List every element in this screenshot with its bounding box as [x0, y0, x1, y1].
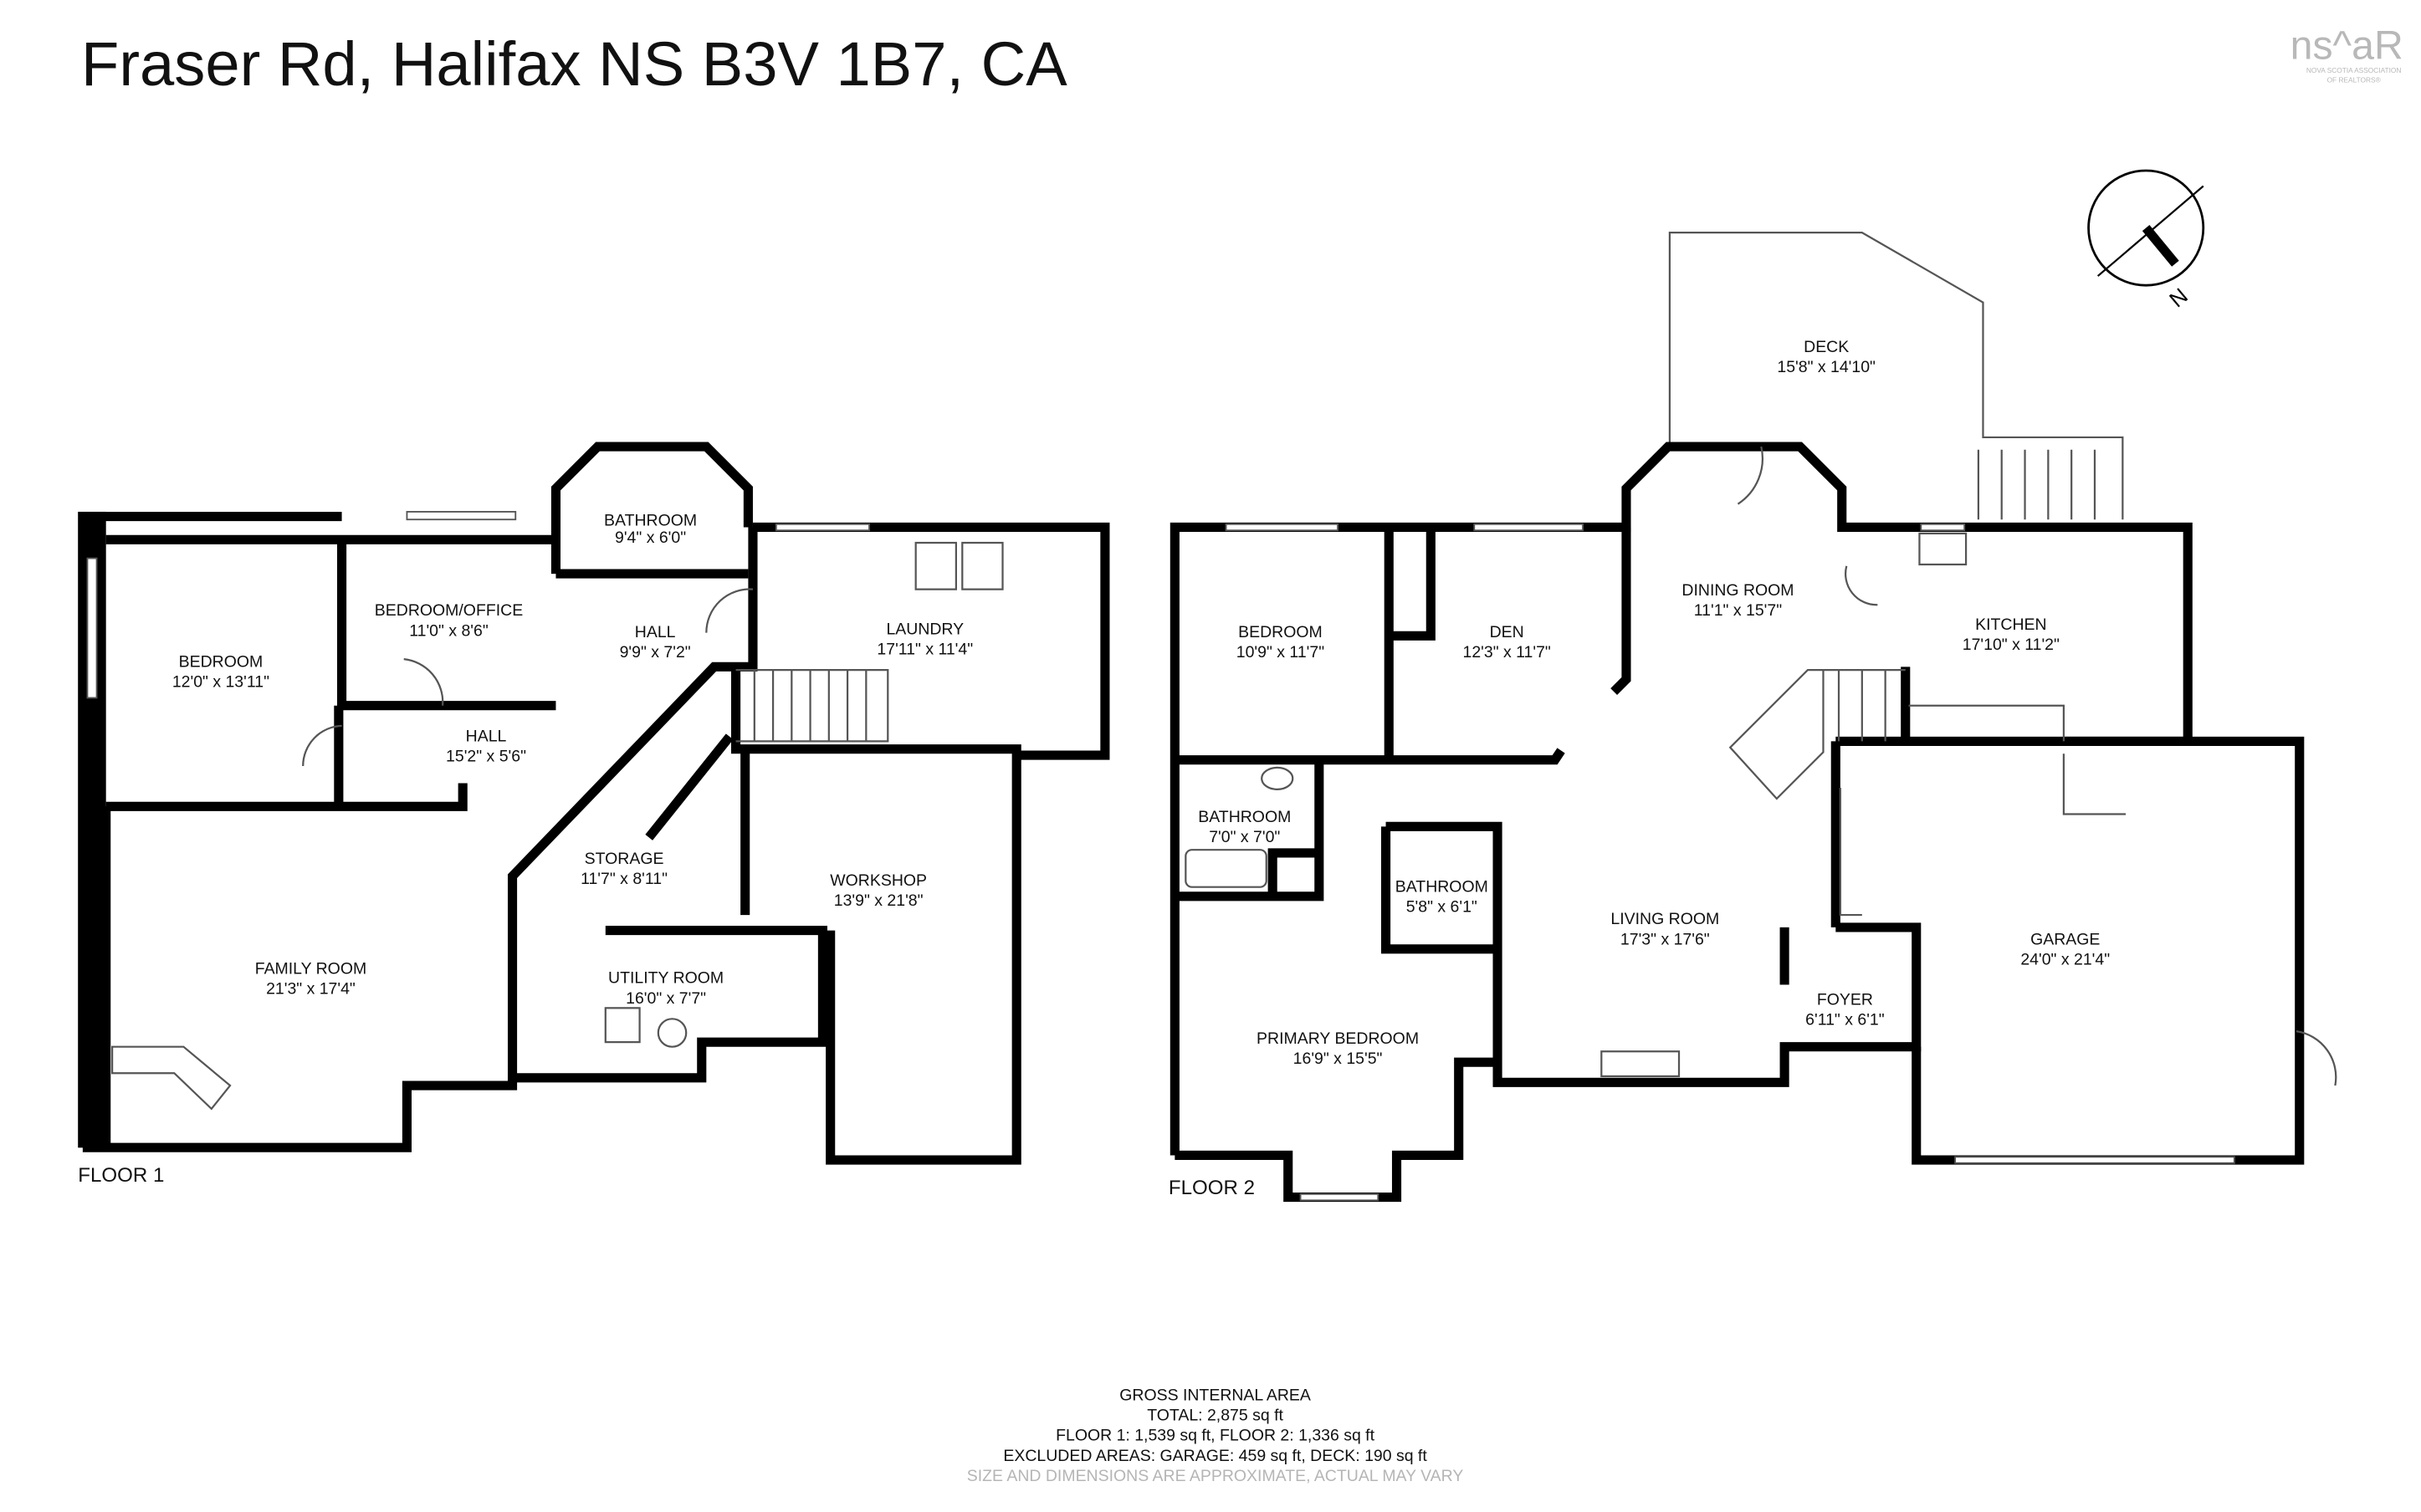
room-name: UTILITY ROOM [608, 969, 724, 988]
room-dims: 17'11" x 11'4" [877, 641, 973, 659]
floor-1-label: FLOOR 1 [78, 1164, 164, 1187]
room-name: BATHROOM [1395, 877, 1488, 896]
room-dims: 11'1" x 15'7" [1694, 601, 1782, 620]
room-dims: 11'0" x 8'6" [409, 621, 489, 640]
room-dims: 11'7" x 8'11" [581, 870, 668, 888]
room-name: BEDROOM [1238, 623, 1323, 641]
summary-excluded: EXCLUDED AREAS: GARAGE: 459 sq ft, DECK:… [1003, 1447, 1427, 1465]
room-dims: 21'3" x 17'4" [266, 980, 356, 999]
floor-2-label: FLOOR 2 [1169, 1177, 1255, 1199]
room-name: FOYER [1817, 991, 1873, 1009]
room-name: FAMILY ROOM [255, 960, 366, 978]
room-dims: 6'11" x 6'1" [1805, 1011, 1885, 1029]
room-name: PRIMARY BEDROOM [1257, 1029, 1419, 1048]
room-dims: 16'0" x 7'7" [626, 989, 706, 1008]
room-dims: 9'4" x 6'0" [615, 529, 686, 547]
compass-north-label: N [2164, 283, 2193, 312]
page-title: Fraser Rd, Halifax NS B3V 1B7, CA [81, 29, 1067, 99]
room-dims: 9'9" x 7'2" [620, 643, 691, 662]
room-name: LIVING ROOM [1610, 910, 1719, 928]
room-dims: 10'9" x 11'7" [1236, 643, 1324, 662]
room-name: BEDROOM/OFFICE [375, 601, 523, 620]
room-dims: 13'9" x 21'8" [834, 891, 924, 910]
summary-floors: FLOOR 1: 1,539 sq ft, FLOOR 2: 1,336 sq … [1056, 1427, 1374, 1445]
summary-heading: GROSS INTERNAL AREA [1119, 1386, 1311, 1404]
room-name: DECK [1804, 338, 1849, 356]
floor-2-plan: FLOOR 2 [1169, 232, 2337, 1203]
room-name: WORKSHOP [830, 871, 927, 890]
room-dims: 12'0" x 13'11" [172, 672, 269, 691]
room-name: KITCHEN [1975, 616, 2046, 634]
room-dims: 12'3" x 11'7" [1463, 643, 1551, 662]
room-name: BEDROOM [179, 652, 264, 671]
floor-1-room-labels: BATHROOM 9'4" x 6'0" BEDROOM/OFFICE 11'0… [172, 512, 973, 1008]
floor-2-room-labels: DECK 15'8" x 14'10" DINING ROOM 11'1" x … [1198, 338, 2110, 1068]
room-name: BATHROOM [604, 512, 697, 530]
room-dims: 15'8" x 14'10" [1777, 358, 1876, 376]
room-name: DEN [1490, 623, 1524, 641]
room-name: HALL [466, 727, 507, 745]
room-name: LAUNDRY [886, 620, 964, 638]
room-dims: 17'10" x 11'2" [1963, 636, 2060, 654]
room-dims: 7'0" x 7'0" [1209, 828, 1280, 846]
logo-line1: NOVA SCOTIA ASSOCIATION [2306, 66, 2402, 74]
room-dims: 5'8" x 6'1" [1406, 897, 1477, 916]
logo-mark: ns^aR [2290, 23, 2403, 68]
logo-line2: OF REALTORS® [2327, 75, 2381, 84]
room-name: HALL [635, 623, 676, 641]
room-name: BATHROOM [1198, 808, 1291, 826]
room-dims: 15'2" x 5'6" [446, 747, 526, 765]
room-dims: 16'9" x 15'5" [1293, 1050, 1383, 1068]
summary-total: TOTAL: 2,875 sq ft [1147, 1407, 1283, 1425]
area-summary: GROSS INTERNAL AREA TOTAL: 2,875 sq ft F… [967, 1386, 1464, 1484]
room-name: GARAGE [2030, 930, 2100, 948]
room-name: DINING ROOM [1681, 581, 1794, 600]
floor-1-plan: FLOOR 1 [78, 442, 1110, 1187]
nsar-logo: ns^aR NOVA SCOTIA ASSOCIATION OF REALTOR… [2290, 23, 2403, 84]
room-dims: 24'0" x 21'4" [2020, 950, 2110, 968]
room-name: STORAGE [585, 850, 664, 868]
room-dims: 17'3" x 17'6" [1620, 930, 1710, 948]
summary-disclaimer: SIZE AND DIMENSIONS ARE APPROXIMATE, ACT… [967, 1467, 1464, 1485]
compass-icon: N [2087, 169, 2205, 312]
